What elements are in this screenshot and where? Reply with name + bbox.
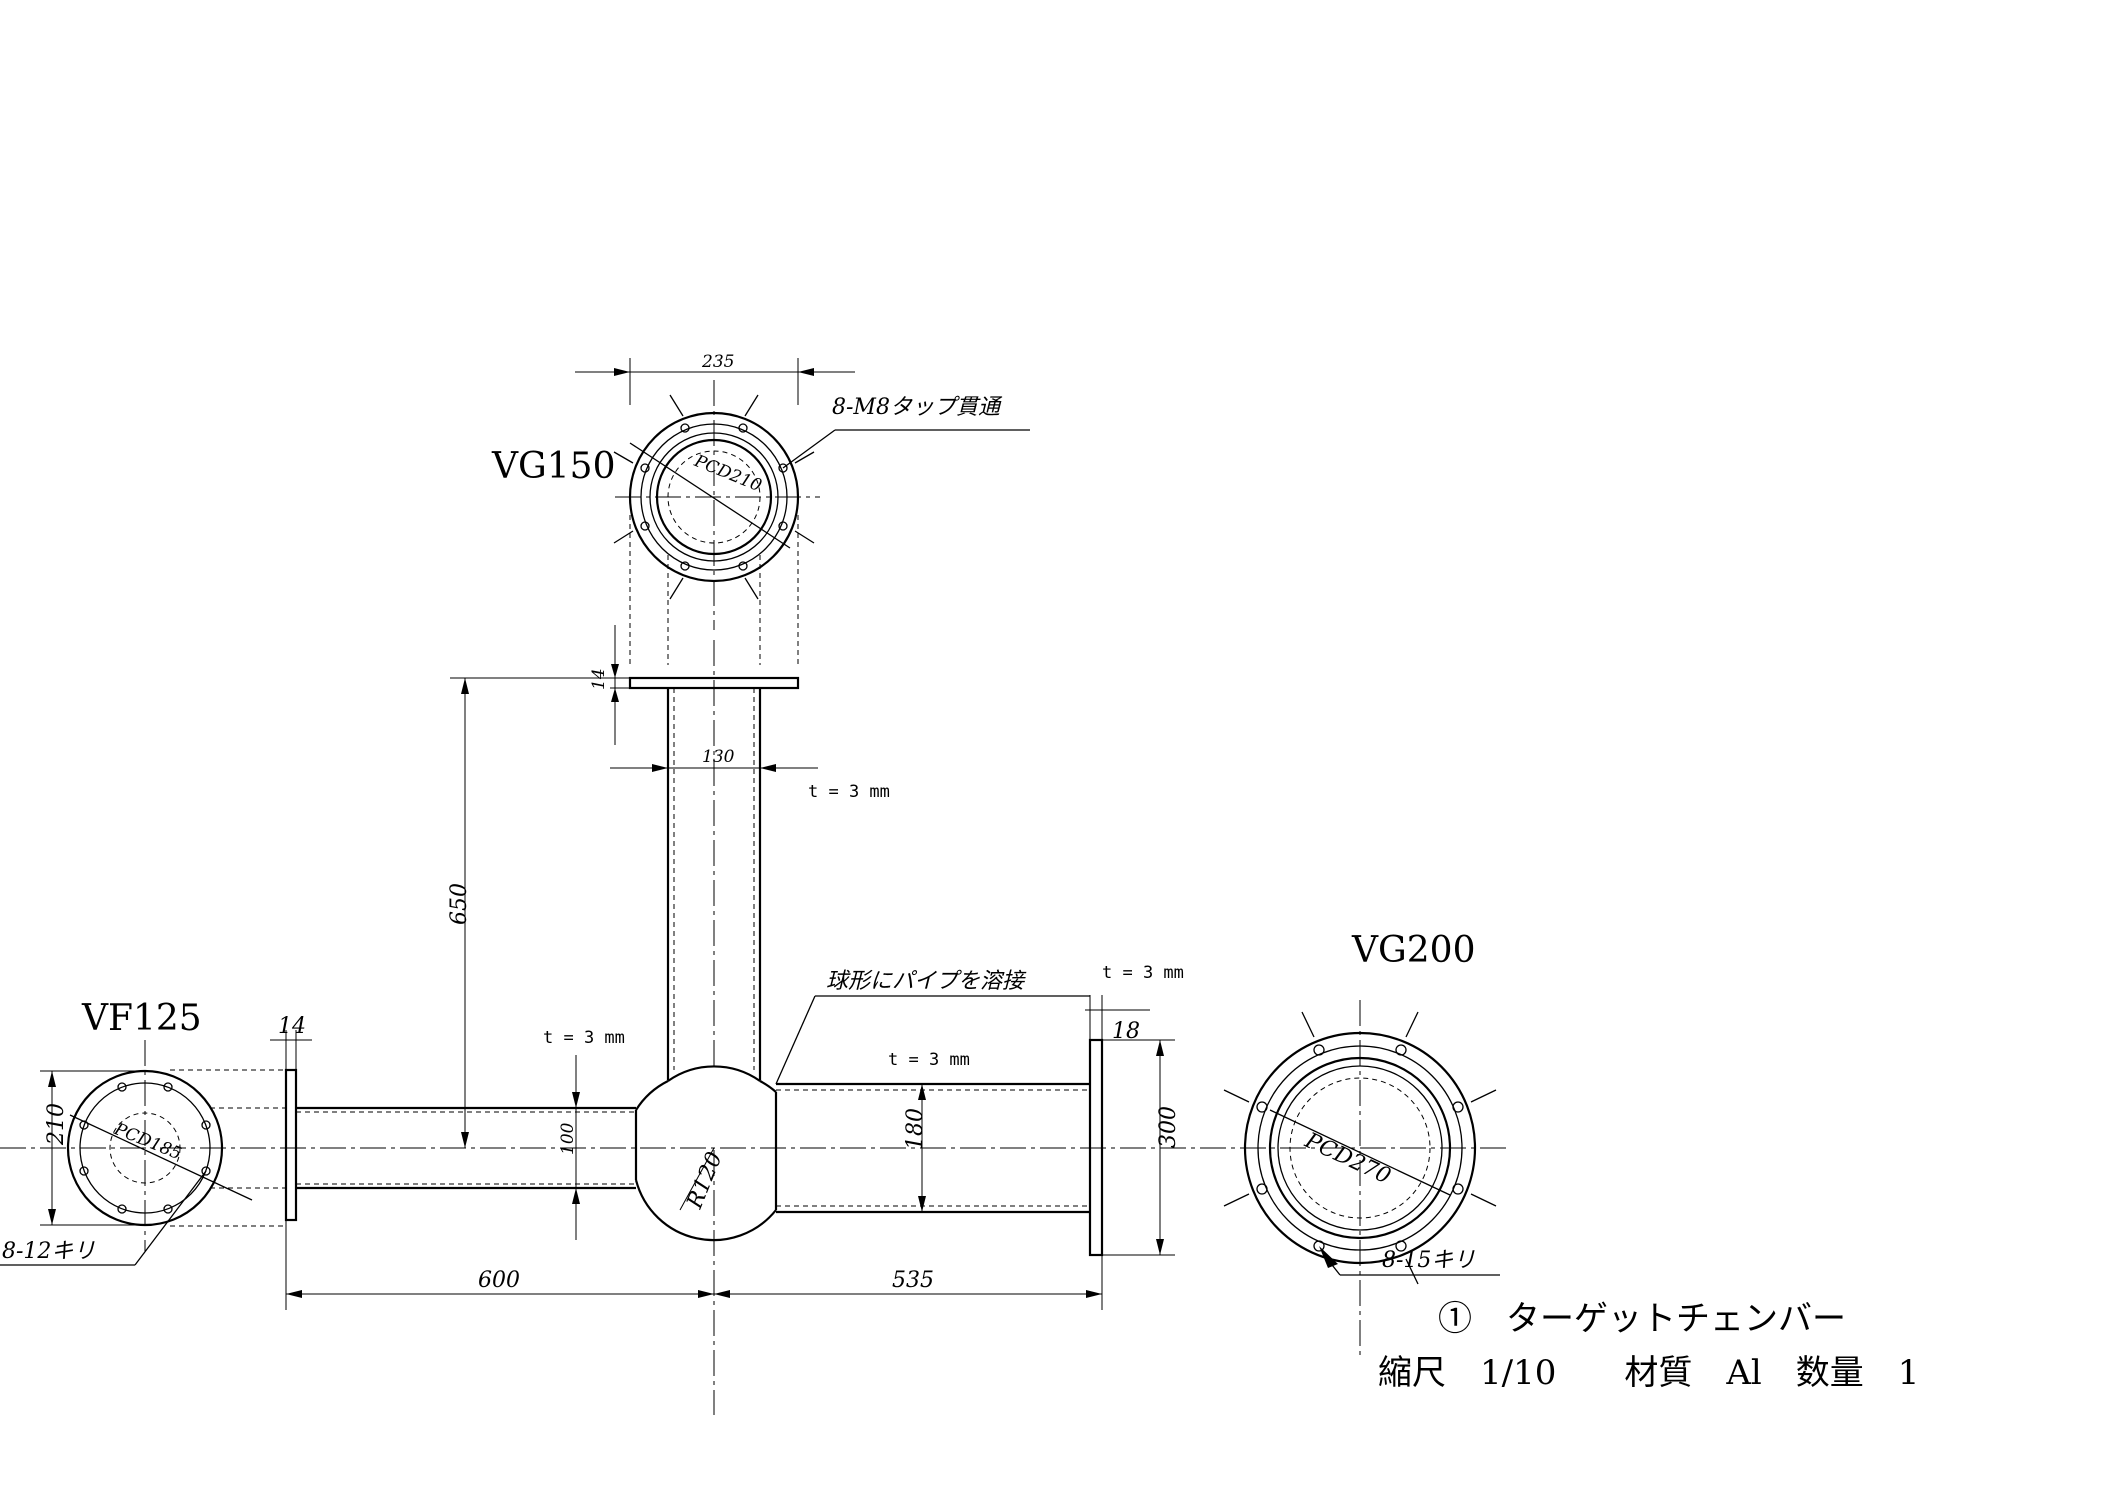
t-top-label: t = 3 mm xyxy=(808,782,890,802)
dim-180: 180 xyxy=(903,1084,928,1212)
dim-210: 210 xyxy=(40,1070,145,1226)
dim-130-label: 130 xyxy=(702,747,735,767)
left-pcd-label: PCD185 xyxy=(111,1119,185,1164)
vf125-label: VF125 xyxy=(81,998,202,1039)
t-right-label: t = 3 mm xyxy=(888,1050,970,1070)
dim-180-label: 180 xyxy=(903,1108,928,1150)
right-pipe xyxy=(776,1038,1104,1257)
top-flange-view: PCD210 xyxy=(613,380,820,665)
dim-300-label: 300 xyxy=(1156,1106,1181,1148)
left-holes-label: 8-12キリ xyxy=(2,1239,95,1264)
drawing-title: ① ターゲットチェンバー xyxy=(1438,1299,1846,1339)
right-pcd-label: PCD270 xyxy=(1300,1128,1394,1190)
top-flange-bolt-holes xyxy=(640,423,788,571)
dim-300: 300 xyxy=(1102,1039,1181,1256)
dim-650-label: 650 xyxy=(447,883,472,925)
radius-label: R120 xyxy=(682,1148,727,1213)
left-flange-view: PCD185 xyxy=(66,1040,286,1252)
sphere: R120 xyxy=(634,1065,778,1242)
dim-235: 235 xyxy=(575,352,855,405)
dim-535: 535 xyxy=(714,1255,1103,1310)
dim-235-label: 235 xyxy=(701,352,734,372)
tap-note: 8-M8タップ貫通 xyxy=(782,395,1030,469)
dim-650: 650 xyxy=(447,677,630,1148)
dim-14-left: 14 xyxy=(270,1014,312,1070)
left-pipe xyxy=(284,1068,636,1222)
drawing-spec: 縮尺 1/10 材質 Al 数量 1 xyxy=(1378,1353,1919,1393)
dim-600-label: 600 xyxy=(478,1268,520,1293)
left-holes-note: 8-12キリ xyxy=(0,1170,207,1266)
dim-14-top: 14 xyxy=(589,625,630,745)
dim-210-label: 210 xyxy=(44,1103,69,1146)
right-holes-note: 8-15キリ xyxy=(1324,1248,1500,1276)
dim-100-label: 100 xyxy=(558,1122,578,1155)
dim-14-left-label: 14 xyxy=(278,1014,306,1039)
tap-note-label: 8-M8タップ貫通 xyxy=(832,395,1003,420)
dim-535-label: 535 xyxy=(892,1268,934,1293)
t-flange-label: t = 3 mm xyxy=(1102,963,1184,983)
vg200-label: VG200 xyxy=(1351,930,1475,971)
dim-130: 130 xyxy=(610,747,818,772)
dim-600: 600 xyxy=(285,1220,714,1310)
vg150-label: VG150 xyxy=(491,446,615,487)
right-holes-label: 8-15キリ xyxy=(1382,1248,1475,1273)
dim-18: 18 xyxy=(1085,995,1150,1044)
vertical-pipe xyxy=(628,640,800,1080)
dim-100: 100 xyxy=(558,1055,580,1240)
weld-note: 球形にパイプを溶接 xyxy=(775,969,1090,1085)
dim-14-top-label: 14 xyxy=(589,668,609,690)
weld-note-label: 球形にパイプを溶接 xyxy=(826,969,1027,994)
t-left-label: t = 3 mm xyxy=(543,1028,625,1048)
